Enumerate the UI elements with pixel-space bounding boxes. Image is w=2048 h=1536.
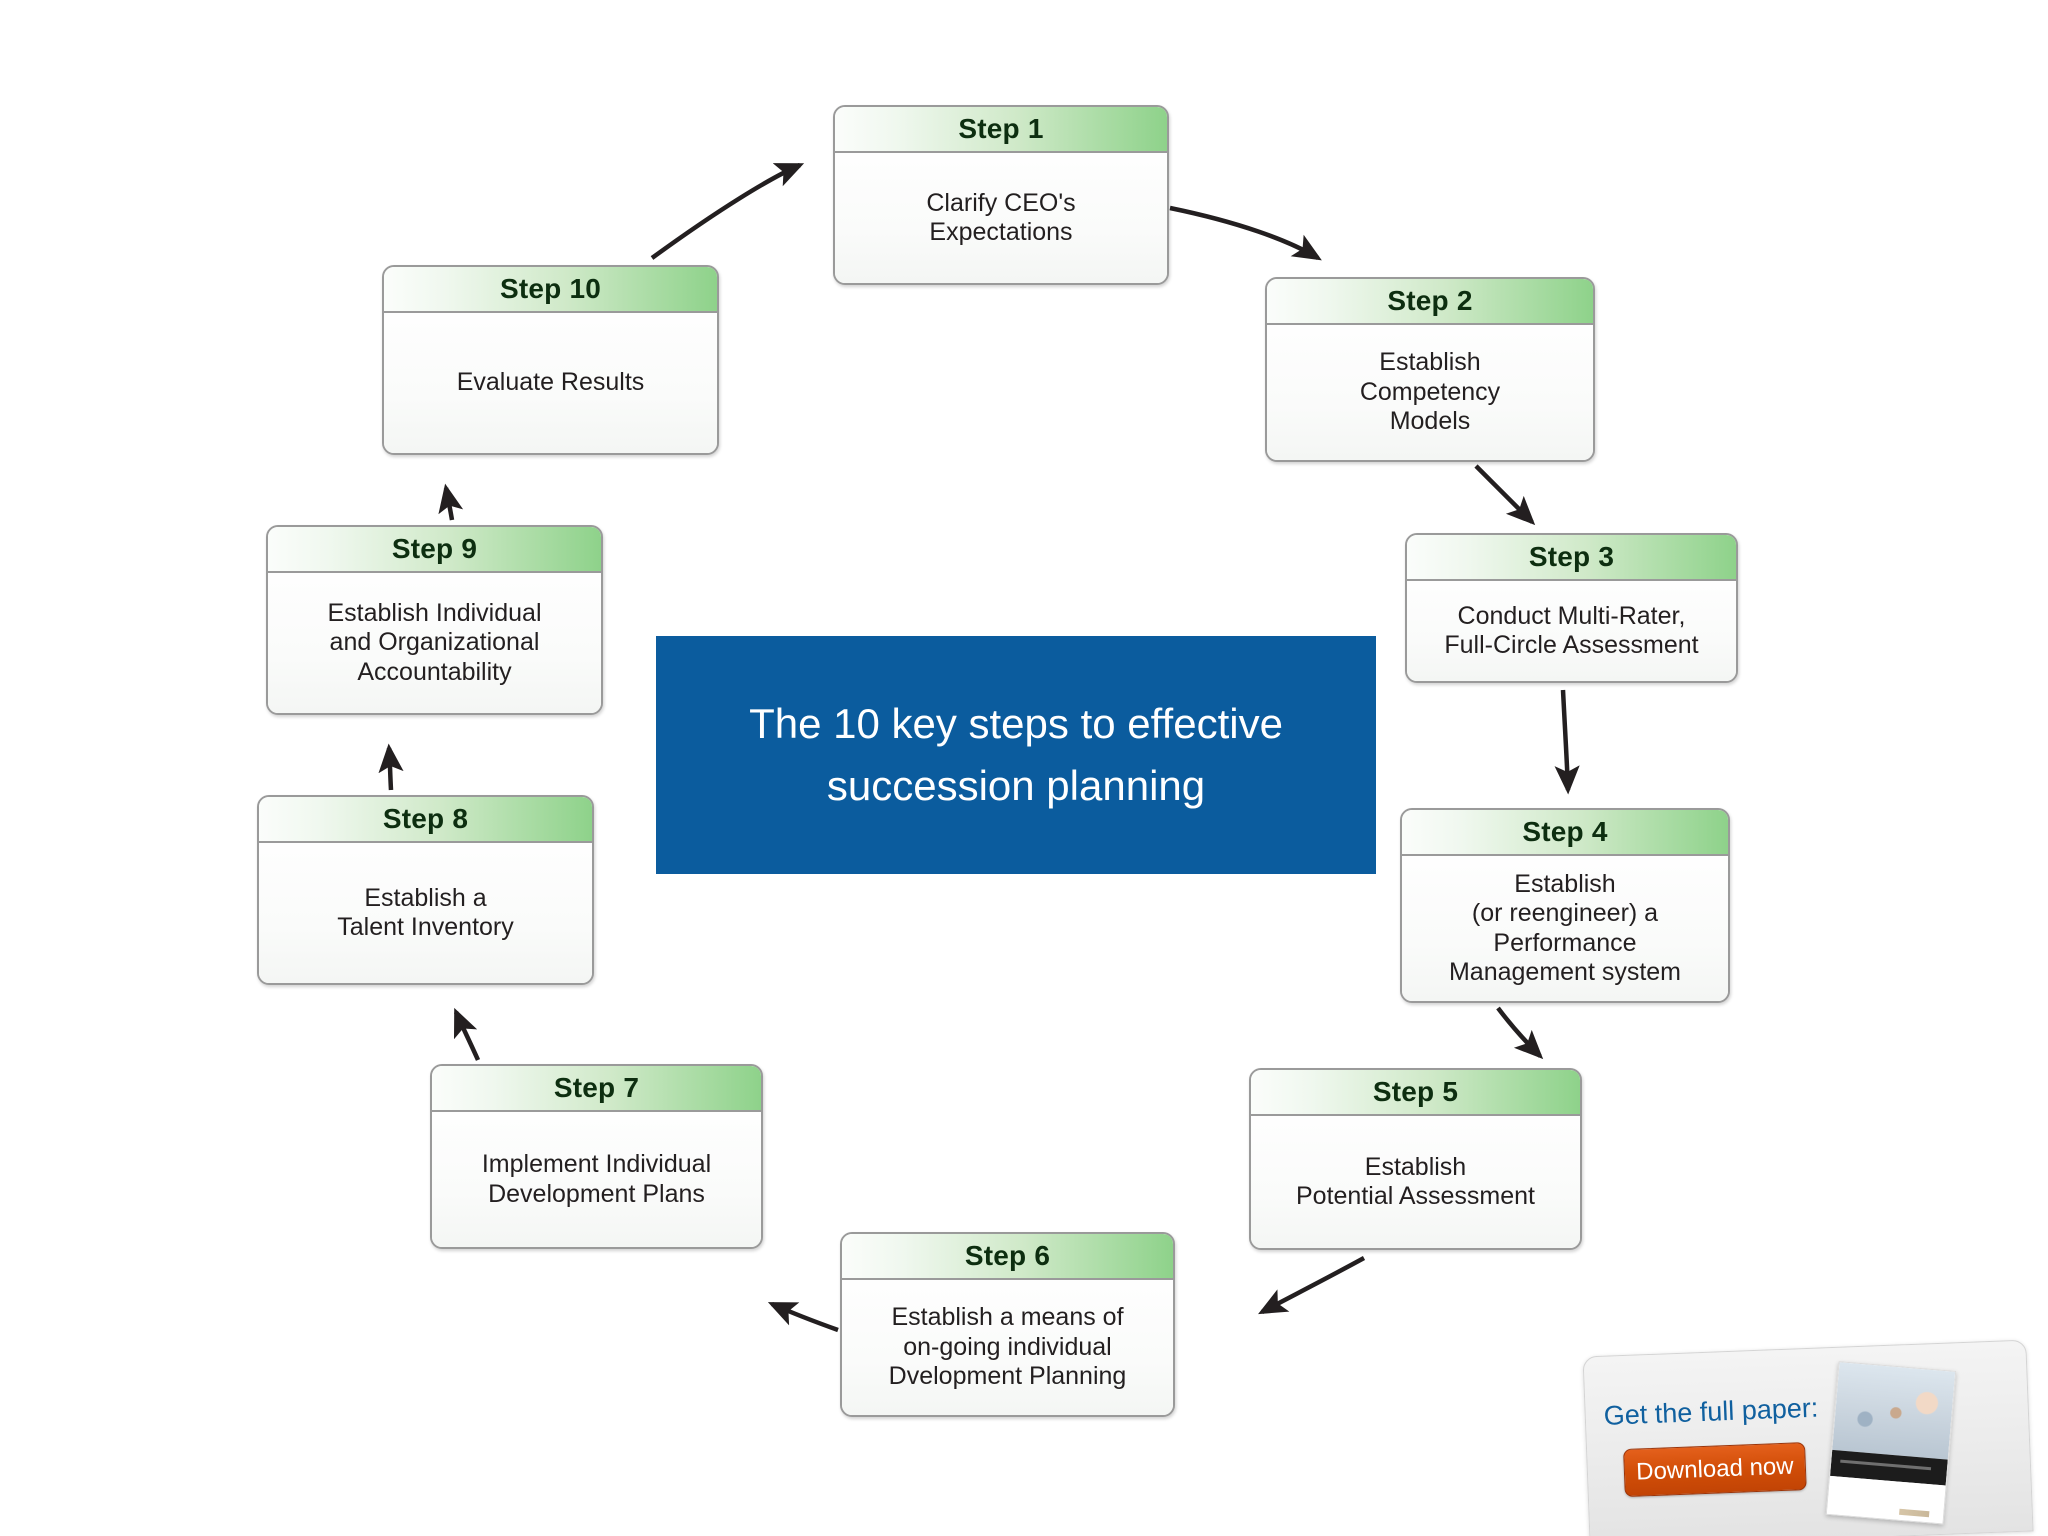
- step-header-6: Step 6: [842, 1234, 1173, 1280]
- step-body-text-6: Establish a means of on-going individual…: [888, 1303, 1127, 1391]
- step-body-text-8: Establish a Talent Inventory: [337, 883, 514, 942]
- arrow-step9-to-step10: [438, 483, 464, 521]
- arrow-step7-to-step8: [453, 1007, 481, 1061]
- step-header-label-1: Step 1: [958, 113, 1044, 144]
- center-callout-text: The 10 key steps to effective succession…: [749, 699, 1283, 809]
- step-header-10: Step 10: [384, 267, 717, 313]
- step-header-label-8: Step 8: [382, 803, 469, 834]
- step-body-5: Establish Potential Assessment: [1251, 1116, 1580, 1248]
- promo-widget[interactable]: Get the full paper: Download now: [1582, 1339, 2034, 1536]
- step-header-1: Step 1: [835, 107, 1167, 153]
- step-header-label-3: Step 3: [1528, 541, 1615, 572]
- thumbnail-photo: [1832, 1362, 1956, 1460]
- step-body-3: Conduct Multi-Rater, Full-Circle Assessm…: [1407, 581, 1736, 681]
- step-header-label-4: Step 4: [1522, 816, 1608, 847]
- step-body-text-7: Implement Individual Development Plans: [481, 1150, 712, 1208]
- step-body-2: Establish Competency Models: [1267, 325, 1593, 460]
- step-box-10[interactable]: Step 10 Evaluate Results: [382, 265, 719, 455]
- step-box-9[interactable]: Step 9 Establish Individual and Organiza…: [266, 525, 603, 715]
- step-box-3[interactable]: Step 3 Conduct Multi-Rater, Full-Circle …: [1405, 533, 1738, 683]
- step-header-label-10: Step 10: [500, 273, 601, 304]
- step-box-5[interactable]: Step 5 Establish Potential Assessment: [1249, 1068, 1582, 1250]
- arrow-step6-to-step7: [767, 1301, 839, 1333]
- step-header-7: Step 7: [432, 1066, 761, 1112]
- promo-label: Get the full paper:: [1603, 1392, 1819, 1431]
- step-body-1: Clarify CEO's Expectations: [835, 153, 1167, 283]
- step-body-text-10: Evaluate Results: [456, 368, 645, 397]
- step-header-3: Step 3: [1407, 535, 1736, 581]
- step-box-2[interactable]: Step 2 Establish Competency Models: [1265, 277, 1595, 462]
- step-body-text-9: Establish Individual and Organizational …: [327, 598, 542, 686]
- arrow-step4-to-step5: [1496, 1006, 1544, 1060]
- step-body-10: Evaluate Results: [384, 313, 717, 453]
- step-header-8: Step 8: [259, 797, 592, 843]
- step-header-label-5: Step 5: [1372, 1076, 1459, 1107]
- step-body-text-1: Clarify CEO's Expectations: [926, 188, 1076, 247]
- thumbnail-title-line: [1840, 1460, 1931, 1471]
- paper-thumbnail-image: [1825, 1361, 1957, 1525]
- step-body-4: Establish (or reengineer) a Performance …: [1402, 856, 1728, 1001]
- step-body-text-4: Establish (or reengineer) a Performance …: [1448, 869, 1682, 987]
- step-body-9: Establish Individual and Organizational …: [268, 573, 601, 713]
- step-header-label-7: Step 7: [553, 1072, 640, 1103]
- step-box-7[interactable]: Step 7 Implement Individual Development …: [430, 1064, 763, 1249]
- step-header-4: Step 4: [1402, 810, 1728, 856]
- arrow-step1-to-step2: [1169, 205, 1322, 261]
- step-box-6[interactable]: Step 6 Establish a means of on-going ind…: [840, 1232, 1175, 1417]
- download-now-button[interactable]: Download now: [1623, 1442, 1807, 1498]
- step-body-6: Establish a means of on-going individual…: [842, 1280, 1173, 1415]
- step-body-8: Establish a Talent Inventory: [259, 843, 592, 983]
- arrow-step3-to-step4: [1554, 689, 1580, 795]
- step-box-8[interactable]: Step 8 Establish a Talent Inventory: [257, 795, 594, 985]
- step-body-7: Implement Individual Development Plans: [432, 1112, 761, 1247]
- step-body-text-2: Establish Competency Models: [1359, 348, 1501, 436]
- arrow-step5-to-step6: [1258, 1256, 1366, 1315]
- step-header-label-6: Step 6: [964, 1240, 1051, 1271]
- center-callout: The 10 key steps to effective succession…: [656, 636, 1376, 874]
- step-body-text-5: Establish Potential Assessment: [1295, 1152, 1535, 1211]
- arrow-step2-to-step3: [1474, 464, 1536, 526]
- step-box-4[interactable]: Step 4 Establish (or reengineer) a Perfo…: [1400, 808, 1730, 1003]
- arrow-step8-to-step9: [378, 743, 404, 791]
- step-header-label-2: Step 2: [1387, 285, 1473, 316]
- step-box-1[interactable]: Step 1 Clarify CEO's Expectations: [833, 105, 1169, 285]
- step-body-text-3: Conduct Multi-Rater, Full-Circle Assessm…: [1444, 601, 1699, 660]
- step-header-5: Step 5: [1251, 1070, 1580, 1116]
- arrow-step10-to-step1: [650, 162, 805, 260]
- step-header-9: Step 9: [268, 527, 601, 573]
- thumbnail-logo: [1898, 1508, 1930, 1517]
- step-header-label-9: Step 9: [391, 533, 478, 564]
- step-header-2: Step 2: [1267, 279, 1593, 325]
